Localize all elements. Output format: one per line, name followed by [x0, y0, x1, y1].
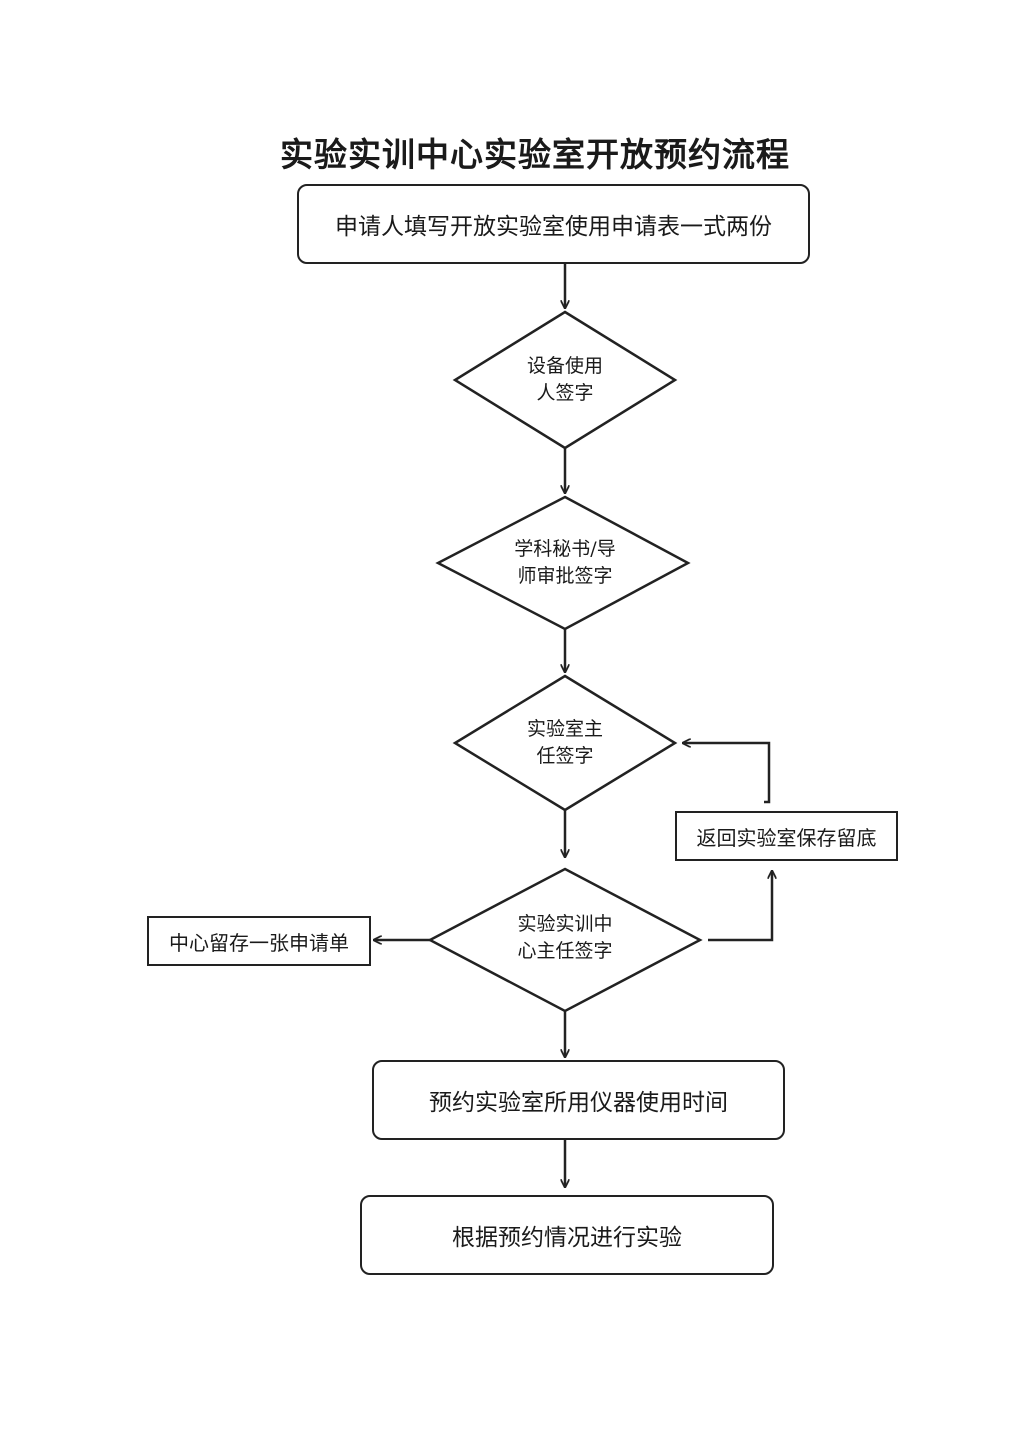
center-director-sign-label: 实验实训中 心主任签字: [465, 898, 665, 978]
arrow-return-to-lab: [683, 743, 771, 804]
diagram-title: 实验实训中心实验室开放预约流程: [280, 135, 790, 174]
center-director-sign-line-1: 实验实训中: [517, 913, 613, 935]
reserve-step-box: 预约实验室所用仪器使用时间: [372, 1060, 785, 1140]
device-sign-line-1: 设备使用: [526, 355, 603, 377]
lab-director-sign-line-1: 实验室主: [526, 718, 603, 740]
return-lab-box: 返回实验室保存留底: [675, 811, 898, 861]
center-director-sign-line-2: 心主任签字: [517, 940, 613, 962]
secretary-sign-label: 学科秘书/导 师审批签字: [470, 523, 660, 603]
conduct-step-box: 根据预约情况进行实验: [360, 1195, 774, 1275]
device-sign-line-2: 人签字: [536, 382, 594, 404]
secretary-sign-line-2: 师审批签字: [517, 565, 613, 587]
secretary-sign-line-1: 学科秘书/导: [514, 538, 616, 560]
lab-director-sign-line-2: 任签字: [536, 745, 594, 767]
center-keep-box: 中心留存一张申请单: [147, 916, 371, 966]
apply-step-box: 申请人填写开放实验室使用申请表一式两份: [297, 184, 810, 264]
lab-director-sign-label: 实验室主 任签字: [475, 703, 655, 783]
arrow-center-to-return: [708, 871, 772, 942]
device-sign-label: 设备使用 人签字: [475, 340, 655, 420]
